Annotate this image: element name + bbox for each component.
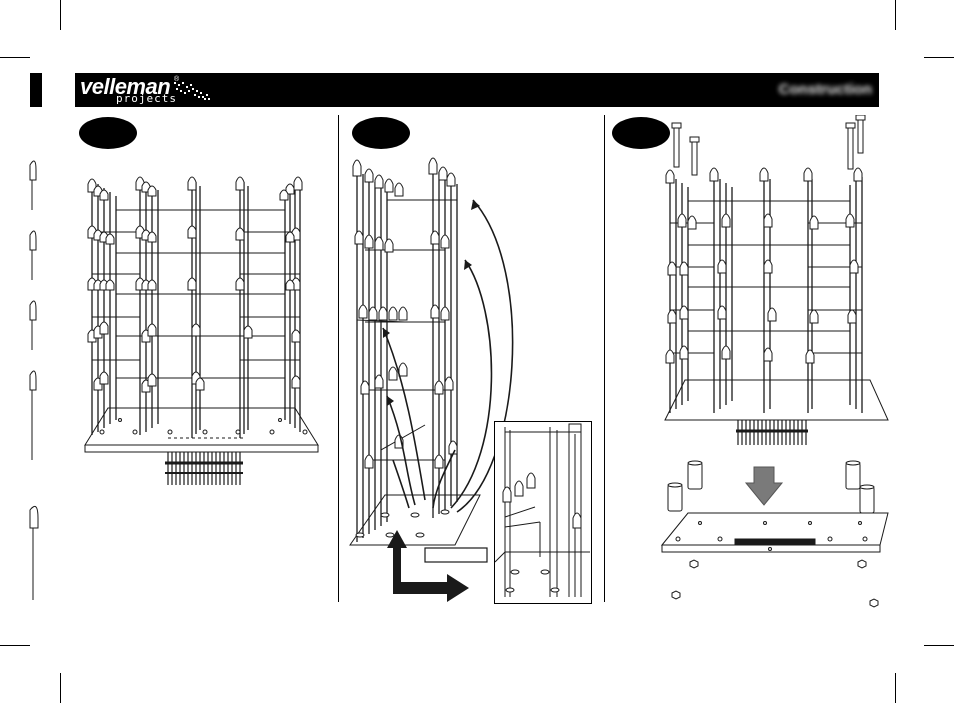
pcb-board-icon bbox=[662, 513, 888, 552]
crop-mark-top-right bbox=[895, 0, 896, 30]
crop-mark-left-bottom bbox=[0, 645, 30, 646]
pin-header-icon bbox=[736, 420, 808, 445]
previous-page-sliver-art bbox=[28, 150, 44, 605]
section-title: Construction bbox=[779, 81, 872, 98]
led-cube-base-mount-view bbox=[660, 115, 895, 615]
detail-inset-art bbox=[495, 422, 590, 602]
crop-mark-bottom-right bbox=[895, 673, 896, 703]
step-badge-2 bbox=[352, 117, 410, 149]
bolt-icon bbox=[672, 115, 865, 175]
nut-icon bbox=[672, 560, 878, 607]
panel-divider-1 bbox=[338, 115, 339, 602]
crop-mark-right-bottom bbox=[924, 645, 954, 646]
panel-divider-2 bbox=[604, 115, 605, 602]
crop-mark-left-top bbox=[0, 57, 30, 58]
step-badge-1 bbox=[79, 117, 137, 149]
crop-mark-right-top bbox=[924, 57, 954, 58]
down-arrow-icon bbox=[746, 467, 782, 505]
crop-mark-bottom-left bbox=[60, 673, 61, 703]
logo-sub-text: projects bbox=[116, 92, 177, 105]
previous-page-edge bbox=[30, 73, 42, 107]
led-cube-icon bbox=[80, 170, 325, 490]
logo-dot-pattern-icon bbox=[172, 80, 214, 102]
crop-mark-top-left bbox=[60, 0, 61, 30]
